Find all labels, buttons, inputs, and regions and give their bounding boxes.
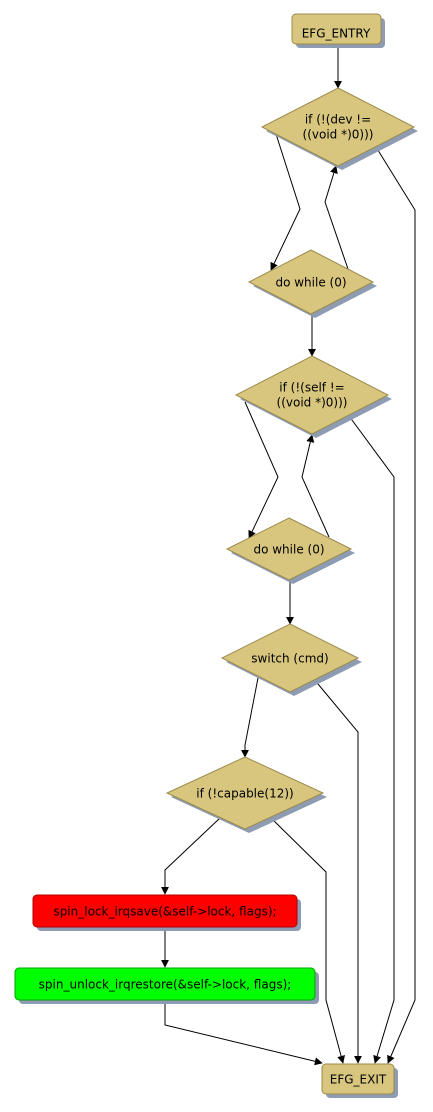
node-label-line-2: ((void *)0))) [303, 128, 374, 142]
edge-switch-to-exit [312, 677, 362, 1064]
node-do-while-2: do while (0) [225, 517, 355, 584]
edge-spin-unlock-to-exit [164, 1000, 323, 1066]
edge-if-self-to-exit [348, 415, 395, 1064]
edge-switch-to-if-capable [241, 677, 259, 758]
node-label: switch (cmd) [251, 652, 328, 666]
node-label: spin_unlock_irqrestore(&self->lock, flag… [39, 978, 292, 992]
edges [161, 47, 416, 1066]
node-efg-exit: EFG_EXIT [321, 1063, 398, 1098]
edge-do-while-1-to-if-dev [324, 165, 349, 270]
node-if-dev: if (!(dev != ((void *)0))) [260, 87, 418, 170]
edge-if-self-to-do-while-2 [244, 401, 279, 539]
node-label-line-1: if (!(dev != [305, 113, 371, 127]
node-label: EFG_ENTRY [302, 27, 371, 41]
edge-if-capable-to-spin-lock [161, 817, 221, 895]
edge-if-capable-to-exit [270, 817, 345, 1064]
node-label: spin_lock_irqsave(&self->lock, flags); [53, 905, 276, 919]
node-if-self: if (!(self != ((void *)0))) [234, 355, 392, 438]
node-label: EFG_EXIT [330, 1073, 387, 1087]
node-if-capable: if (!capable(12)) [165, 756, 327, 833]
node-do-while-1: do while (0) [247, 249, 377, 318]
node-label: do while (0) [253, 543, 324, 557]
node-switch-cmd: switch (cmd) [220, 623, 362, 696]
edge-if-dev-to-exit [375, 146, 416, 1064]
node-spin-lock: spin_lock_irqsave(&self->lock, flags); [32, 894, 301, 931]
edge-do-while-2-to-if-self [301, 434, 330, 538]
node-label-line-1: if (!(self != [279, 381, 344, 395]
node-spin-unlock: spin_unlock_irqrestore(&self->lock, flag… [14, 967, 319, 1004]
node-efg-entry: EFG_ENTRY [291, 13, 385, 48]
edge-if-dev-to-do-while-1 [270, 133, 301, 271]
node-label-line-2: ((void *)0))) [277, 396, 348, 410]
node-label: if (!capable(12)) [196, 787, 293, 801]
node-label: do while (0) [275, 276, 346, 290]
